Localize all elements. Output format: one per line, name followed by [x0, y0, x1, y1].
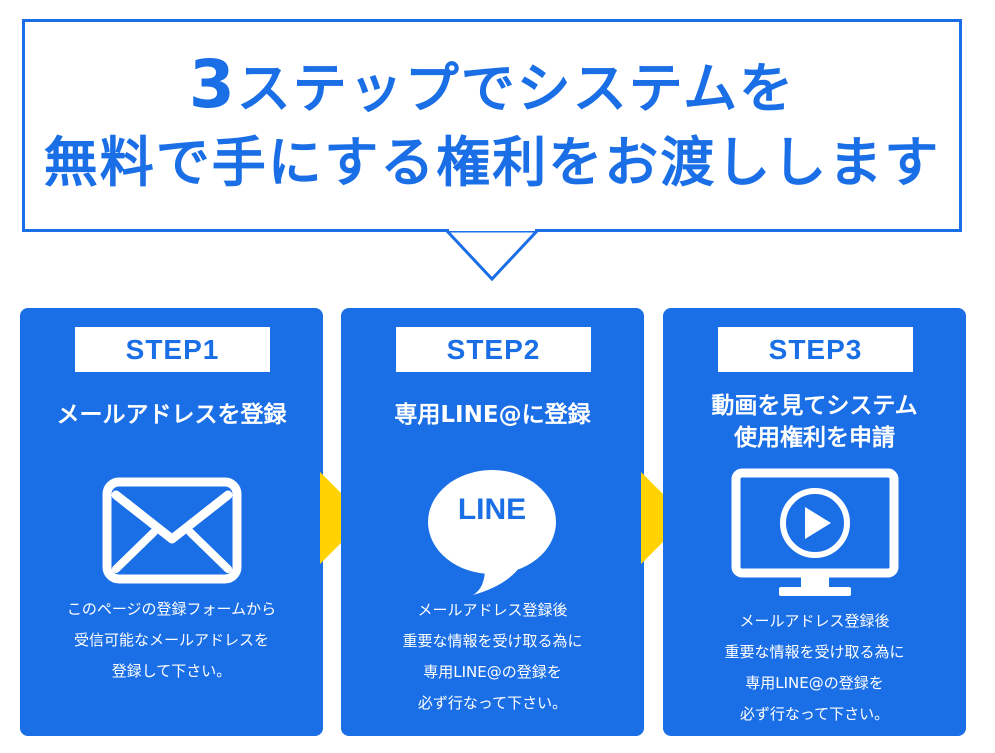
headline-bubble [22, 19, 962, 232]
description-line: 重要な情報を受け取る為に [724, 643, 905, 661]
step-card-2: STEP2 専用LINE@に登録 LINE メールアドレス登録後 重要な情報を受… [341, 308, 644, 736]
description-line: 重要な情報を受け取る為に [402, 632, 583, 650]
description-line: このページの登録フォームから [66, 600, 277, 618]
step-label: STEP3 [718, 327, 913, 372]
step-label: STEP2 [396, 327, 591, 372]
video-monitor-icon [731, 468, 899, 600]
envelope-icon [102, 477, 242, 584]
description-line: 専用LINE@の登録を [745, 674, 884, 692]
description-line: メールアドレス登録後 [739, 612, 890, 630]
description-line: 必ず行なって下さい。 [417, 694, 568, 712]
step-title-line: 使用権利を申請 [734, 425, 895, 451]
step-title: 動画を見てシステム 使用権利を申請 [663, 390, 966, 454]
step-description: メールアドレス登録後 重要な情報を受け取る為に 専用LINE@の登録を 必ず行な… [663, 606, 966, 730]
step-label: STEP1 [75, 327, 270, 372]
step-card-3: STEP3 動画を見てシステム 使用権利を申請 メールアドレス登録後 重要な情報… [663, 308, 966, 736]
description-line: 登録して下さい。 [111, 662, 232, 680]
step-description: このページの登録フォームから 受信可能なメールアドレスを 登録して下さい。 [20, 594, 323, 687]
headline-number: 3 [188, 46, 237, 123]
description-line: 受信可能なメールアドレスを [73, 631, 269, 649]
step-title-line: 動画を見てシステム [711, 393, 918, 419]
step-description: メールアドレス登録後 重要な情報を受け取る為に 専用LINE@の登録を 必ず行な… [341, 595, 644, 719]
line-chat-icon: LINE [427, 468, 557, 596]
page-headline: 3ステップでシステムを 無料で手にする権利をお渡しします [22, 48, 962, 200]
description-line: 専用LINE@の登録を [423, 663, 562, 681]
headline-line-2: 無料で手にする権利をお渡しします [43, 131, 941, 194]
line-logo-text: LINE [457, 493, 527, 526]
step-card-1: STEP1 メールアドレスを登録 このページの登録フォームから 受信可能なメール… [20, 308, 323, 736]
description-line: メールアドレス登録後 [417, 601, 568, 619]
step-title: 専用LINE@に登録 [394, 402, 591, 428]
description-line: 必ず行なって下さい。 [739, 705, 890, 723]
headline-line-1: 3ステップでシステムを [22, 48, 962, 126]
headline-line-1-text: ステップでシステムを [236, 57, 796, 120]
step-title: メールアドレスを登録 [56, 402, 287, 428]
